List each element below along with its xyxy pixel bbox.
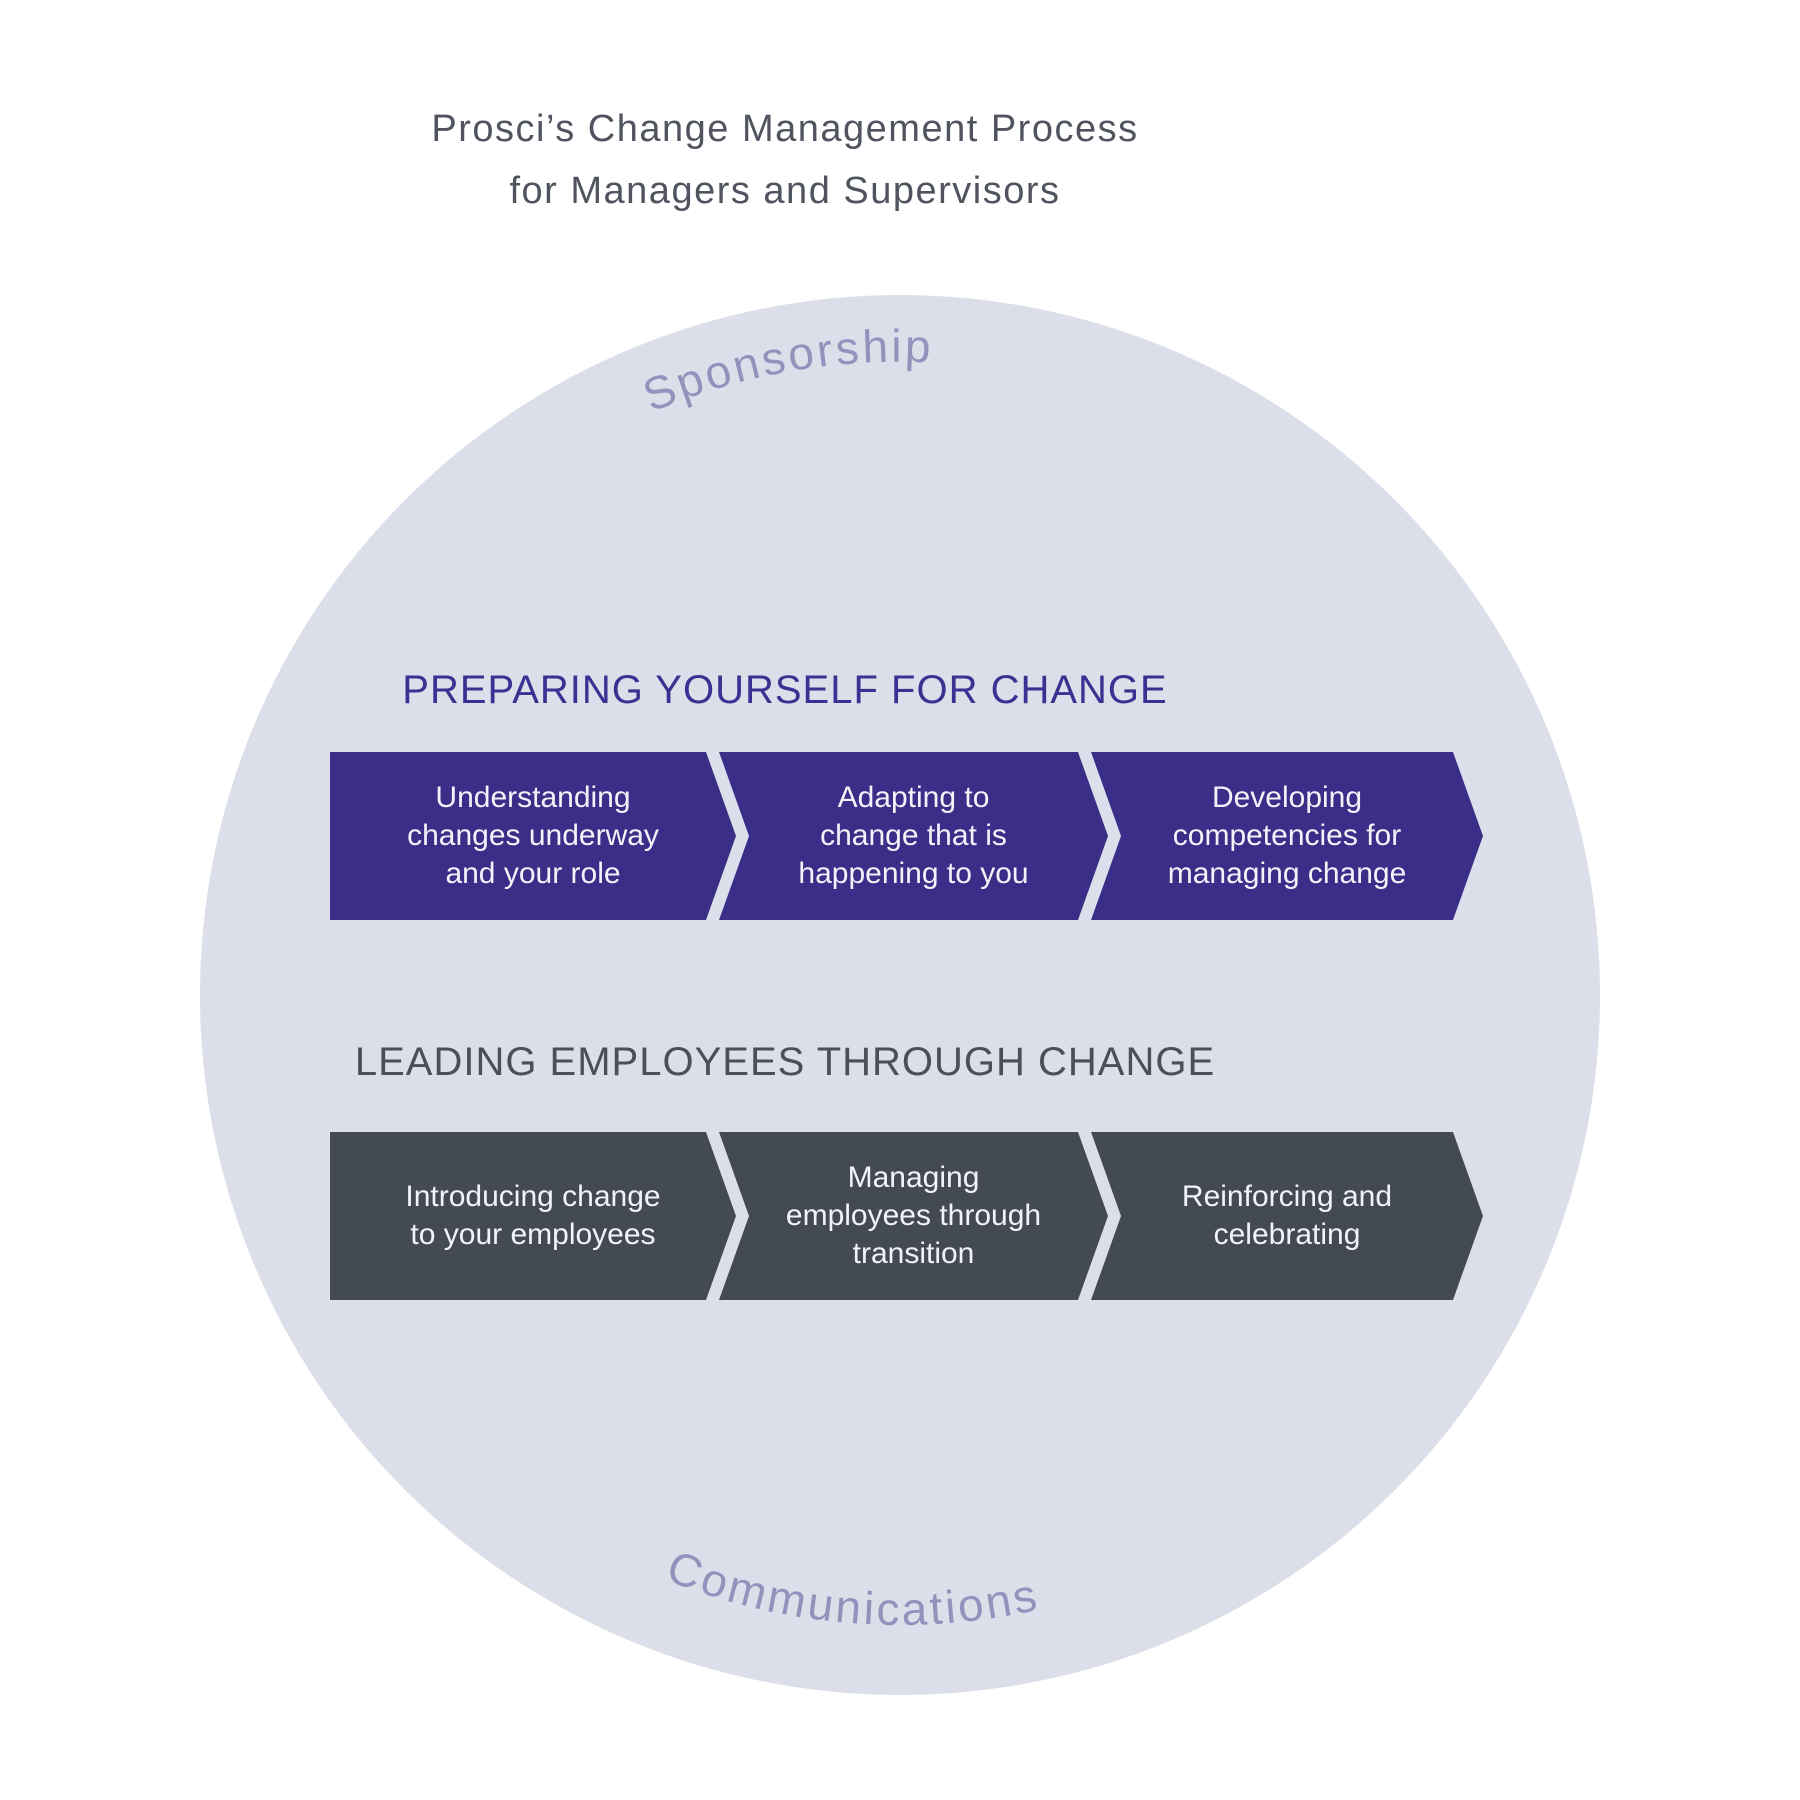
arrow-step-developing-competencies: Developing competencies for managing cha…	[1091, 752, 1483, 920]
page-title: Prosci’s Change Management Process for M…	[431, 98, 1138, 222]
step-label: Reinforcing and celebrating	[1181, 1180, 1393, 1251]
leading-arrow-row: Introducing change to your employees Man…	[330, 1132, 1483, 1300]
page-title-line-2: for Managers and Supervisors	[509, 170, 1061, 212]
step-label: Managing employees through transition	[785, 1161, 1042, 1270]
step-label: Adapting to change that is happening to …	[798, 781, 1029, 890]
step-label: Introducing change to your employees	[405, 1180, 661, 1251]
arrow-step-understanding-changes: Understanding changes underway and your …	[330, 752, 736, 920]
page-title-line-1: Prosci’s Change Management Process	[431, 108, 1139, 150]
section-heading-preparing: PREPARING YOURSELF FOR CHANGE	[402, 668, 1168, 712]
step-label: Developing competencies for managing cha…	[1167, 781, 1407, 890]
step-label: Understanding changes underway and your …	[407, 781, 659, 890]
preparing-arrow-row: Understanding changes underway and your …	[330, 752, 1483, 920]
section-heading-leading: LEADING EMPLOYEES THROUGH CHANGE	[354, 1040, 1216, 1084]
arrow-step-adapting-to-change: Adapting to change that is happening to …	[719, 752, 1108, 920]
arrow-step-reinforcing-celebrating: Reinforcing and celebrating	[1091, 1132, 1483, 1300]
process-circle	[200, 295, 1600, 1695]
arrow-step-managing-employees: Managing employees through transition	[719, 1132, 1108, 1300]
arrow-step-introducing-change: Introducing change to your employees	[330, 1132, 736, 1300]
